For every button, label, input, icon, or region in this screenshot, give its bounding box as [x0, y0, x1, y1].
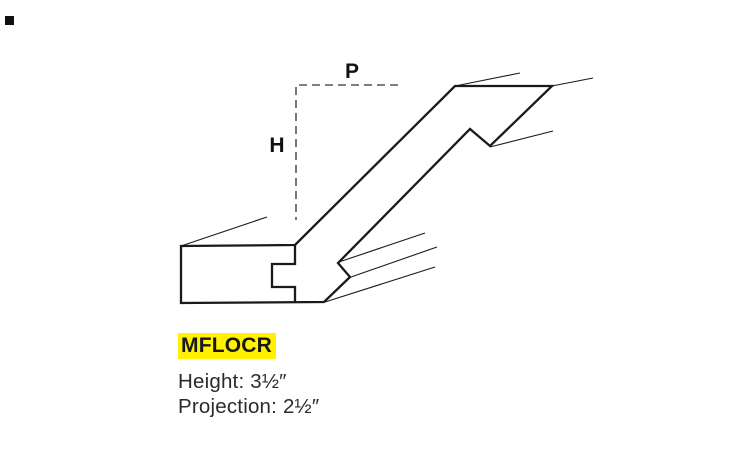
profile-outline [179, 84, 555, 305]
break-line-lower-face-3 [324, 266, 436, 303]
projection-dim-label: P [345, 60, 359, 83]
product-code-row: MFLOCR [178, 333, 438, 359]
product-info: MFLOCR Height: 3½″ Projection: 2½″ [178, 333, 438, 419]
product-height-spec: Height: 3½″ [178, 370, 287, 393]
break-line-top-inner [454, 72, 521, 87]
break-line-lower-face-2 [350, 246, 438, 278]
break-line-top-outer [551, 77, 594, 87]
dimension-reference-lines [295, 84, 398, 220]
break-line-upper-notch [489, 130, 554, 148]
page-corner-marker [5, 16, 14, 25]
product-projection-spec: Projection: 2½″ [178, 395, 320, 418]
break-line-lower-face-1 [338, 232, 426, 263]
groove-detail [270, 245, 297, 303]
height-dim-label: H [269, 134, 284, 157]
product-code: MFLOCR [178, 333, 277, 359]
break-line-bottom-left [180, 216, 268, 247]
